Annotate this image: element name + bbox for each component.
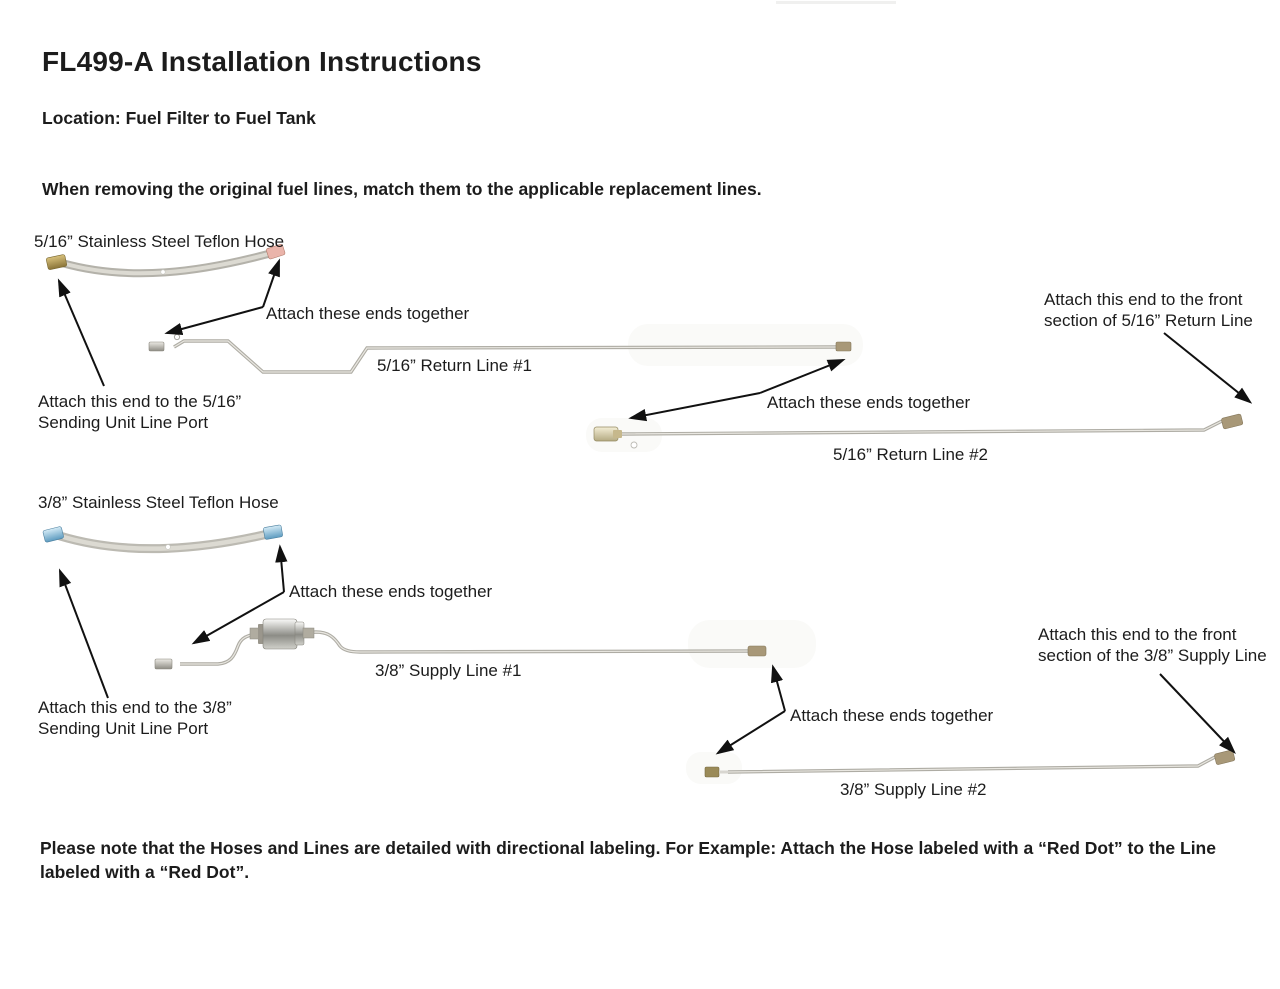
arrow-line2-start-5-16 <box>628 392 761 422</box>
line-end-fitting <box>747 645 767 657</box>
hose-mid-band <box>165 544 171 550</box>
hose-3-8-artwork <box>42 524 283 554</box>
return-line-2-artwork <box>593 413 1244 449</box>
arrow-hose-end-5-16 <box>262 258 280 308</box>
supply-line-2-label: 3/8” Supply Line #2 <box>840 780 987 799</box>
sending-port-note-5-16: Attach this end to the 5/16” Sending Uni… <box>38 391 241 433</box>
front-section-note-3-8-line1: Attach this end to the front <box>1038 625 1237 644</box>
front-section-note-3-8: Attach this end to the front section of … <box>1038 624 1267 666</box>
attach-ends-label-hose-3-8: Attach these ends together <box>289 582 493 601</box>
flare-ring <box>173 333 181 341</box>
return-line-2-label: 5/16” Return Line #2 <box>833 445 988 464</box>
brass-fitting-icon <box>46 254 67 270</box>
pink-fitting-icon <box>266 243 286 260</box>
hose-label-5-16: 5/16” Stainless Steel Teflon Hose <box>34 232 285 251</box>
fuel-filter-icon <box>249 618 315 650</box>
directional-labeling-note-line2: For Example: Attach the Hose labeled wit… <box>40 838 1216 882</box>
directional-labeling-note: Please note that the Hoses and Lines are… <box>40 836 1280 884</box>
front-section-note-3-8-line2: section of the 3/8” Supply Line <box>1038 646 1267 665</box>
sending-port-note-3-8: Attach this end to the 3/8” Sending Unit… <box>38 697 232 739</box>
sending-port-note-5-16-line1: Attach this end to the 5/16” <box>38 392 242 411</box>
blue-fitting-icon <box>42 526 64 543</box>
sending-port-note-3-8-line1: Attach this end to the 3/8” <box>38 698 232 717</box>
line-end-fitting <box>835 341 852 352</box>
page-title: FL499-A Installation Instructions <box>42 46 482 77</box>
attach-ends-label-lines-5-16: Attach these ends together <box>767 393 971 412</box>
blue-fitting-icon <box>263 524 283 540</box>
line-end-fitting <box>1214 749 1236 765</box>
arrow-front-section-3-8 <box>1159 673 1236 755</box>
attach-ends-label-lines-3-8: Attach these ends together <box>790 706 994 725</box>
hose-mid-band <box>160 269 166 275</box>
arrow-line2-start-3-8 <box>715 710 786 755</box>
intro-text: When removing the original fuel lines, m… <box>42 179 762 199</box>
supply-line-2-artwork <box>704 749 1236 778</box>
hose-5-16-artwork <box>46 243 286 278</box>
attach-ends-label-hose-5-16: Attach these ends together <box>266 304 470 323</box>
supply-line-1-label: 3/8” Supply Line #1 <box>375 661 522 680</box>
arrow-line1-start-5-16 <box>164 306 264 336</box>
arrow-hose-end-3-8 <box>275 544 288 593</box>
callout-arrows <box>57 258 1253 755</box>
front-section-note-5-16-line2: section of 5/16” Return Line <box>1044 311 1253 330</box>
hose-label-3-8: 3/8” Stainless Steel Teflon Hose <box>38 493 279 512</box>
location-subtitle: Location: Fuel Filter to Fuel Tank <box>42 108 316 128</box>
arrow-sending-port-5-16 <box>57 278 105 387</box>
arrow-line1-end-3-8 <box>771 664 786 712</box>
loose-ring <box>630 441 638 449</box>
arrow-line1-end-5-16 <box>759 358 846 394</box>
sending-port-note-5-16-line2: Sending Unit Line Port <box>38 413 209 432</box>
arrow-line1-start-3-8 <box>191 591 285 645</box>
union-fitting <box>704 766 720 778</box>
front-section-note-5-16-line1: Attach this end to the front <box>1044 290 1243 309</box>
directional-labeling-note-line1: Please note that the Hoses and Lines are… <box>40 838 661 858</box>
supply-line-1-artwork <box>154 618 767 670</box>
line-end-fitting <box>148 341 165 352</box>
line-end-fitting <box>1221 413 1244 430</box>
sending-port-note-3-8-line2: Sending Unit Line Port <box>38 719 209 738</box>
scan-edge-artifact <box>776 1 896 4</box>
front-section-note-5-16: Attach this end to the front section of … <box>1044 289 1253 331</box>
union-nose <box>613 430 622 438</box>
arrow-sending-port-3-8 <box>59 568 109 699</box>
return-line-1-label: 5/16” Return Line #1 <box>377 356 532 375</box>
arrow-front-section-5-16 <box>1163 332 1253 404</box>
line-end-fitting <box>154 658 173 670</box>
return-line-1-artwork <box>148 333 852 374</box>
